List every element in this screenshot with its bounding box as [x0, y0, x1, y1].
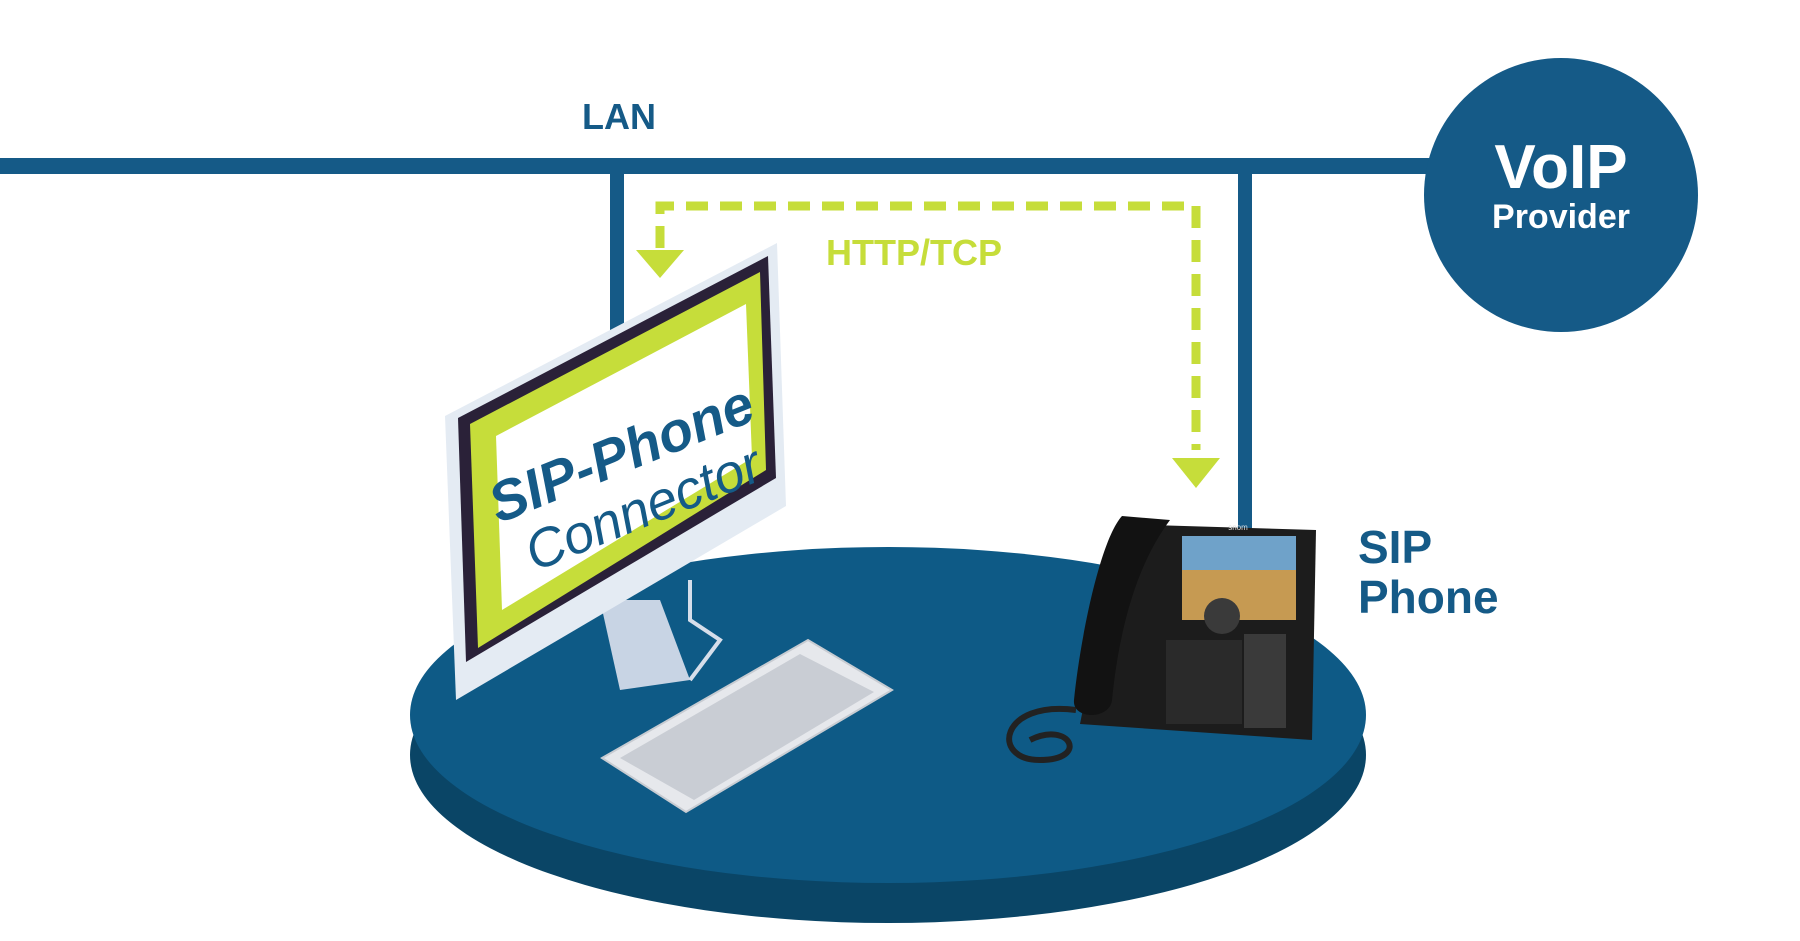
- phone-handset: [1073, 516, 1170, 715]
- sip-phone-label-line1: SIP: [1358, 521, 1433, 573]
- monitor-stand: [600, 600, 690, 690]
- voip-subtitle: Provider: [1492, 198, 1630, 236]
- lan-bus-line: [0, 158, 1530, 174]
- sip-phone-label: SIP Phone: [1358, 522, 1499, 622]
- phone-nav-ring: [1204, 598, 1240, 634]
- voip-provider-node: VoIP Provider: [1424, 58, 1698, 332]
- phone-cord: [1006, 705, 1077, 764]
- phone-brand: snom: [1228, 523, 1248, 532]
- lan-label: LAN: [582, 96, 656, 137]
- keyboard: [600, 638, 894, 814]
- phone-display-sky: [1182, 536, 1296, 570]
- desk-phone: snom: [1006, 516, 1316, 764]
- lan-drop-phone: [1238, 166, 1252, 536]
- keyboard-keys: [620, 654, 874, 800]
- voip-title: VoIP: [1494, 133, 1628, 202]
- monitor-screen-inner: [496, 304, 752, 610]
- http-tcp-label: HTTP/TCP: [826, 232, 1002, 273]
- arrow-to-computer: [636, 250, 684, 278]
- http-tcp-link: [655, 201, 1201, 450]
- phone-side-panel: [1244, 634, 1286, 728]
- monitor-cable: [688, 580, 723, 682]
- computer-monitor: [445, 243, 786, 700]
- sip-phone-label-line2: Phone: [1358, 571, 1499, 623]
- arrow-to-phone: [1172, 458, 1220, 488]
- phone-keypad: [1166, 640, 1242, 724]
- lan-drop-computer: [610, 166, 624, 346]
